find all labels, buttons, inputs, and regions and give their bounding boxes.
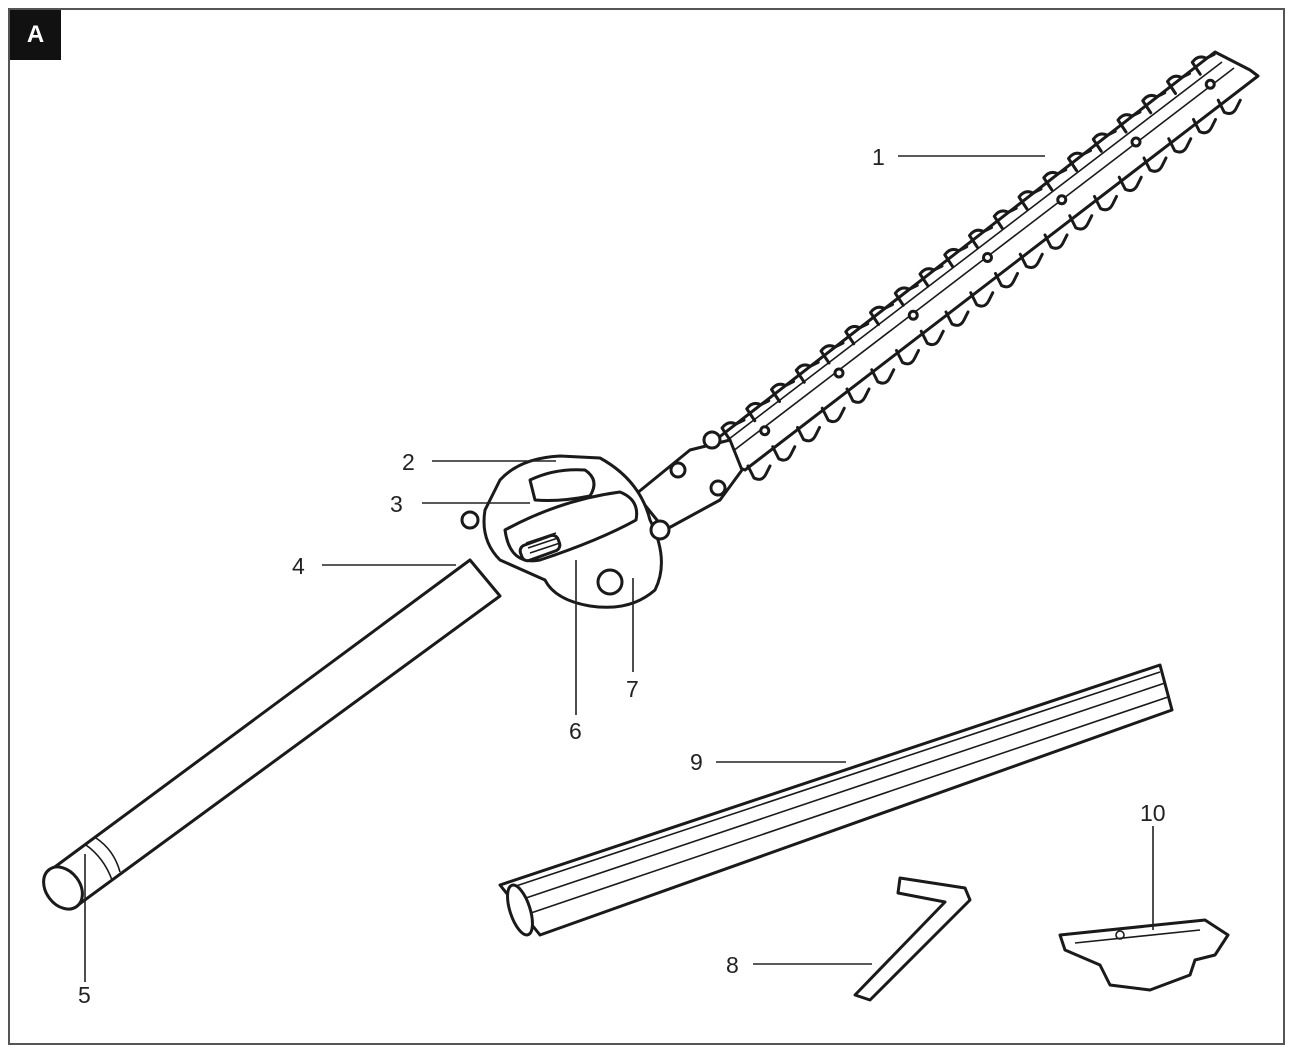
callout-1: 1 [872, 144, 885, 170]
callout-7: 7 [626, 676, 639, 702]
callout-4: 4 [292, 553, 305, 579]
blade-tooth [1043, 233, 1069, 250]
callout-5: 5 [78, 982, 91, 1008]
blade-rivet [759, 425, 771, 437]
blade-tooth [820, 406, 846, 424]
blade-tooth [870, 368, 896, 385]
blade-tooth [794, 360, 820, 384]
callout-8: 8 [726, 952, 739, 978]
leader-lines [84, 155, 1154, 982]
shaft-tube [42, 558, 502, 911]
callout-6: 6 [569, 718, 582, 744]
blade-teeth-bottom [746, 98, 1242, 481]
blade-rivet [833, 367, 845, 379]
blade-tooth [992, 206, 1018, 230]
blade-rivet [1056, 194, 1068, 206]
blade-tooth [943, 245, 969, 269]
callout-2: 2 [402, 449, 415, 475]
hex-key [853, 876, 972, 1002]
blade-clip [1058, 918, 1230, 992]
blade-tooth [1042, 168, 1068, 192]
blade-tooth [1142, 156, 1168, 173]
blade-tooth [944, 310, 970, 327]
blade-tooth [1068, 214, 1094, 231]
blade-tooth [720, 418, 746, 442]
blade-tooth [771, 445, 797, 462]
blade-tooth [1018, 252, 1044, 270]
blade-tooth [770, 380, 795, 403]
blade-tooth [968, 226, 993, 249]
blade-tooth [1067, 149, 1092, 172]
blade-tooth [1166, 72, 1191, 95]
blade-tooth [1117, 175, 1143, 193]
blade-tooth [1216, 98, 1242, 116]
blade-tooth [819, 341, 845, 365]
blade-tooth [869, 303, 894, 326]
blade-tooth [745, 399, 771, 423]
gear-head-housing [460, 454, 671, 609]
blade-tooth [844, 322, 870, 346]
callout-labels: 1 2 3 4 5 6 7 8 9 10 [78, 144, 1166, 1008]
blade-tooth [895, 349, 920, 366]
blade-rivet [1130, 136, 1142, 148]
blade-tooth [893, 283, 919, 307]
blade-tooth [1017, 187, 1043, 211]
blade-teeth-top [720, 52, 1216, 442]
blade-cover [498, 663, 1174, 937]
blade-tooth [1093, 195, 1118, 212]
blade-tooth [1091, 129, 1117, 153]
blade-tooth [845, 387, 871, 404]
callout-9: 9 [690, 749, 703, 775]
blade-tooth [1116, 110, 1142, 134]
blade-tooth [1167, 137, 1193, 154]
blade-tooth [746, 464, 772, 481]
callout-3: 3 [390, 491, 403, 517]
trimmer-blade [698, 50, 1260, 481]
blade-tooth [994, 272, 1019, 289]
blade-tooth [1141, 91, 1167, 115]
blade-tooth [919, 329, 945, 347]
blade-rivet [907, 309, 919, 321]
blade-tooth [796, 426, 821, 443]
blade-tooth [969, 291, 995, 308]
blade-rivet [982, 252, 993, 263]
callout-10: 10 [1140, 800, 1166, 826]
blade-rivets [759, 78, 1216, 437]
blade-neck [634, 430, 744, 532]
blade-tooth [1190, 52, 1216, 76]
blade-tooth [918, 264, 944, 288]
figure-badge: A [10, 10, 61, 60]
blade-rivet [1204, 78, 1216, 90]
blade-tooth [1192, 118, 1217, 135]
